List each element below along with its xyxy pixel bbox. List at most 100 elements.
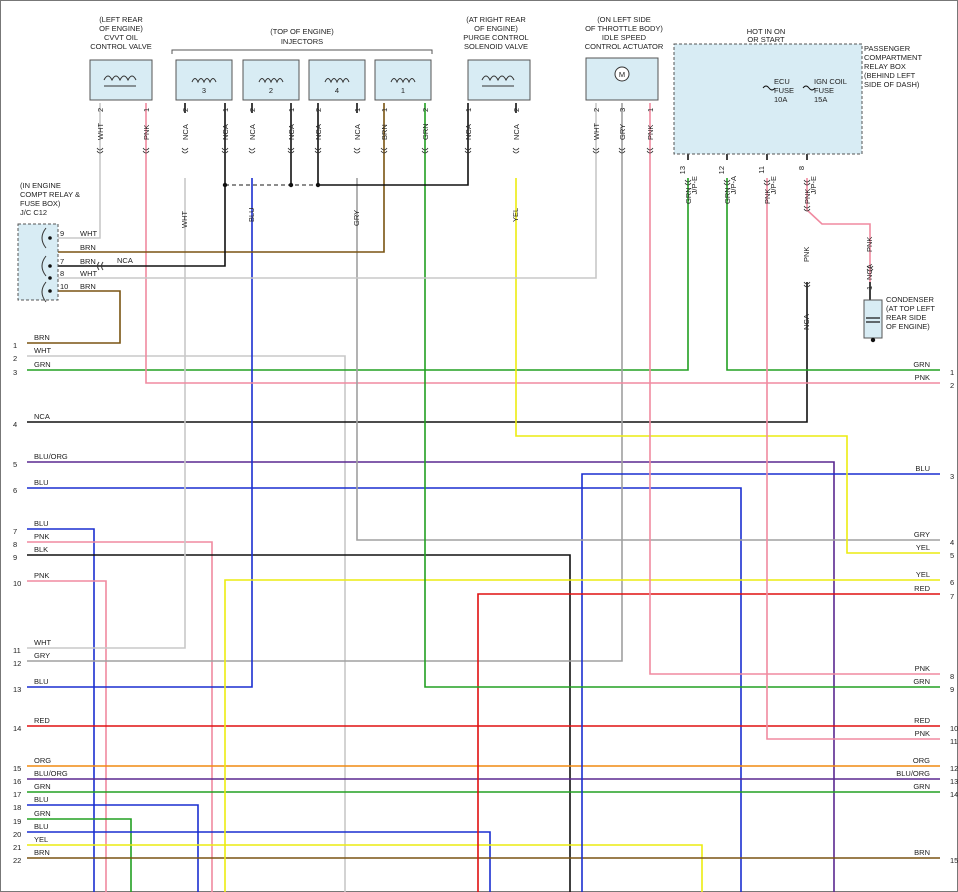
jc-pin-label: 7: [60, 257, 64, 266]
right-pin-number: 1: [950, 368, 954, 377]
condenser-label-0: CONDENSER: [886, 295, 935, 304]
wire-right-9: [424, 103, 940, 688]
left-pin-number: 18: [13, 803, 21, 812]
connector-mark: [287, 147, 295, 154]
relay-conn-label: J/P-E: [690, 176, 699, 194]
relay-box-label-3: (BEHIND LEFT: [864, 71, 916, 80]
purge-wire-label: NCA: [512, 124, 521, 140]
jc-label-3: J/C C12: [20, 208, 47, 217]
idle-wire-label: WHT: [592, 123, 601, 140]
idle-pin-label: 2: [592, 108, 601, 112]
relay-conn-label: J/P-A: [729, 176, 738, 194]
right-wire-label: GRN: [913, 782, 930, 791]
right-wire-label: PNK: [915, 729, 930, 738]
right-wire-label: BRN: [914, 848, 930, 857]
right-pin-number: 12: [950, 764, 958, 773]
injector-box: [175, 59, 233, 101]
motor-icon: [614, 66, 630, 82]
connector-mark: [353, 147, 361, 154]
wire-row-18: [27, 804, 199, 892]
purge-pin-label: 2: [512, 108, 521, 112]
left-pin-number: 22: [13, 856, 21, 865]
idle-label-2: IDLE SPEED: [602, 33, 647, 42]
left-wire-label: NCA: [34, 412, 50, 421]
wires: [27, 65, 940, 892]
left-pin-number: 16: [13, 777, 21, 786]
right-pin-number: 8: [950, 672, 954, 681]
injector-box: [308, 59, 366, 101]
cvvt-wire-label: PNK: [142, 125, 151, 140]
right-pin-number: 2: [950, 381, 954, 390]
right-pin-number: 10: [950, 724, 958, 733]
idle-wire-label: GRY: [618, 124, 627, 140]
wire-condenser-pnk: [806, 178, 871, 282]
right-pin-number: 5: [950, 551, 954, 560]
injector-pin-label: 1: [221, 108, 230, 112]
connector-mark: [723, 179, 731, 186]
right-pin-number: 7: [950, 592, 954, 601]
jc-label-0: (IN ENGINE: [20, 181, 61, 190]
wire-right-7: [477, 593, 940, 892]
left-wire-label: RED: [34, 716, 50, 725]
right-wire-label: PNK: [915, 664, 930, 673]
left-pin-number: 3: [13, 368, 17, 377]
left-wire-label: WHT: [34, 346, 51, 355]
wire-row-6: [27, 487, 742, 892]
idle-label-0: (ON LEFT SIDE: [597, 15, 651, 24]
cvvt-label-3: CONTROL VALVE: [90, 42, 152, 51]
injector-pin-label: 2: [248, 108, 257, 112]
connector-mark: [181, 147, 189, 154]
right-wire-label: BLU/ORG: [896, 769, 930, 778]
wire-row-21: [27, 844, 703, 892]
wire-injector-nca-jc: [57, 103, 226, 267]
purge-label-0: (AT RIGHT REAR: [466, 15, 526, 24]
right-wire-label: RED: [914, 584, 930, 593]
right-pin-number: 13: [950, 777, 958, 786]
cvvt-pin-label: 1: [142, 108, 151, 112]
hot-label-1: OR START: [747, 35, 785, 44]
left-pin-number: 8: [13, 540, 17, 549]
purge-label-1: OF ENGINE): [474, 24, 518, 33]
motor-label: M: [619, 70, 625, 79]
connector-mark: [512, 147, 520, 154]
left-wire-label: BLU/ORG: [34, 769, 68, 778]
left-pin-number: 5: [13, 460, 17, 469]
jc-terminal: [48, 264, 52, 268]
right-pin-number: 11: [950, 737, 958, 746]
injector-bracket: [171, 49, 433, 54]
cvvt-valve-box: [89, 59, 153, 101]
jc-connector: [41, 227, 47, 303]
right-pin-number: 14: [950, 790, 958, 799]
injector-pin-label: 2: [314, 108, 323, 112]
jc-wire-label: BRN: [80, 243, 96, 252]
inline-connector: [97, 261, 104, 271]
left-pin-number: 19: [13, 817, 21, 826]
ign-fuse-label-2: 15A: [814, 95, 827, 104]
relay-box-label-2: RELAY BOX: [864, 62, 906, 71]
connector-mark: [618, 147, 626, 154]
condenser-wire-bottom: NCA: [865, 264, 874, 280]
left-wire-label: GRY: [34, 651, 50, 660]
left-pin-number: 21: [13, 843, 21, 852]
left-wire-label: BLK: [34, 545, 48, 554]
left-wire-label: WHT: [34, 638, 51, 647]
relay-wire-label: PNK: [763, 189, 772, 204]
left-wire-label: BRN: [34, 848, 50, 857]
injector-box: [374, 59, 432, 101]
coil-icon: [103, 75, 137, 82]
wire-cvvt-wht: [57, 103, 101, 239]
wire-row-1: [27, 290, 121, 344]
relay-conn-label: J/P-E: [809, 176, 818, 194]
vlabel-yel: YEL: [511, 208, 520, 222]
relay-wire-label: GRN: [684, 187, 693, 204]
left-pin-number: 13: [13, 685, 21, 694]
right-wire-label: YEL: [916, 570, 930, 579]
relay-box-label-0: PASSENGER: [864, 44, 911, 53]
injector-wire-label: BRN: [380, 124, 389, 140]
relay-wire-label: GRN: [723, 187, 732, 204]
left-pin-number: 9: [13, 553, 17, 562]
relay-box-label-4: SIDE OF DASH): [864, 80, 920, 89]
injector-wire-label: NCA: [314, 124, 323, 140]
condenser-box: [863, 299, 883, 339]
left-wire-label: GRN: [34, 809, 51, 818]
